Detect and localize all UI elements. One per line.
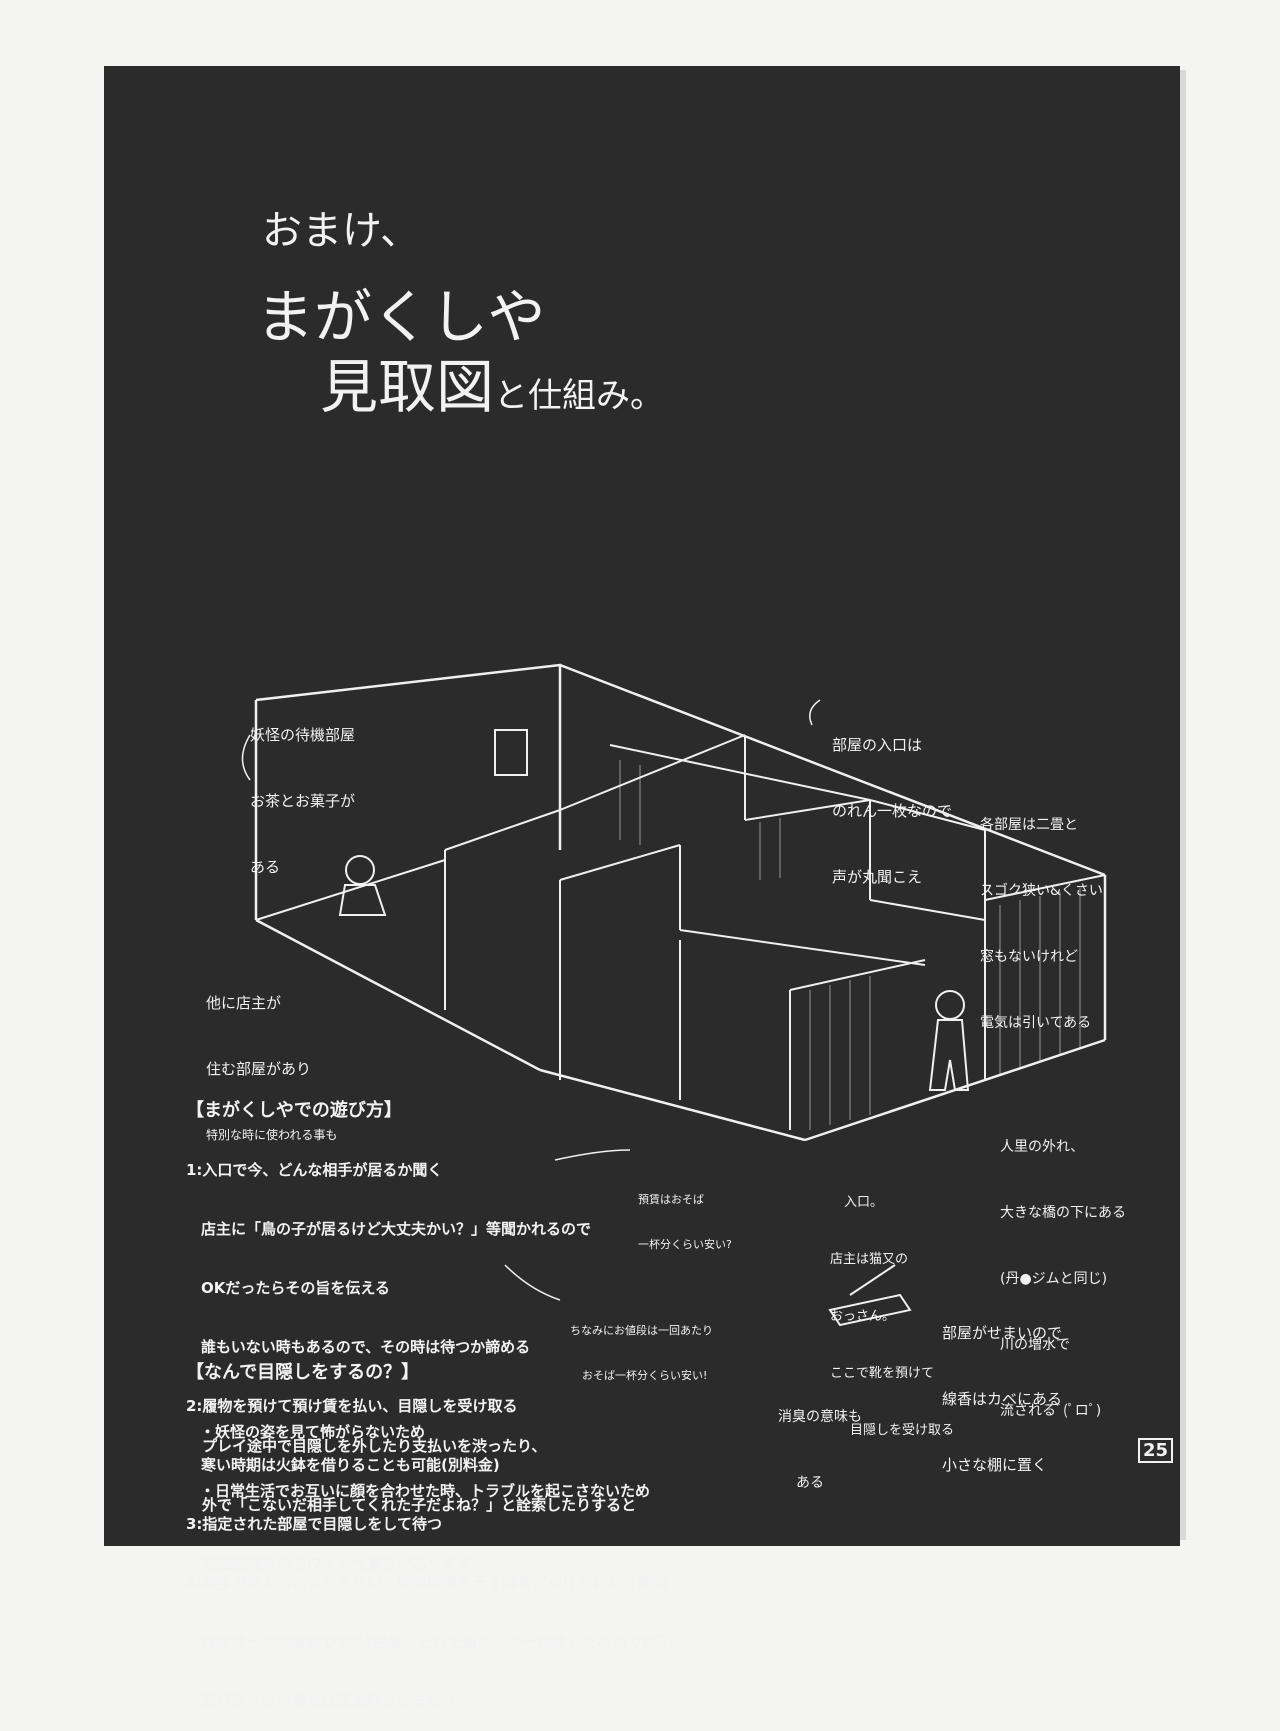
howto-line: 3:指定された部屋で目隠しをして待つ (186, 1515, 442, 1533)
incense-shelf (828, 1264, 912, 1327)
note-line: 入口。 (844, 1195, 884, 1210)
note-line: 消臭の意味も (778, 1409, 862, 1425)
note-line: 部屋の入口は (832, 736, 923, 754)
howto-line: 寒い時期は火鉢を借りることも可能(別料金) (186, 1456, 500, 1474)
note-deposit: 預賃はおそば 一杯分くらい安い? (638, 1162, 732, 1267)
chalkboard-page (104, 66, 1180, 1546)
note-waiting-room: 妖怪の待機部屋 お茶とお菓子が ある (250, 680, 355, 900)
note-entrance: 入口。 店主は猫又の おっさん。 ここで靴を預けて 目隠しを受け取る (830, 1155, 954, 1459)
note-line: ある (796, 1475, 824, 1491)
note-line: 小さな棚に置く (942, 1456, 1048, 1474)
note-line: 一杯分くらい安い? (638, 1238, 732, 1251)
note-line: 預賃はおそば (638, 1193, 704, 1206)
curtain-hatching (619, 760, 1081, 1130)
note-line: ちなみにお値段は一回あたり (570, 1324, 713, 1337)
note-room-size: 各部屋は二畳と スゴク狭い&くさい 窓もないけれど 電気は引いてある (980, 770, 1103, 1056)
howto-line: 2:履物を預けて預け賃を払い、目隠しを受け取る (186, 1397, 518, 1415)
why-line: ・妖怪の姿を見て怖がらないため (200, 1423, 426, 1441)
annotation-arrows (241, 699, 821, 1301)
warning-line: プレイ途中で目隠しを外したり支払いを渋ったり、 (202, 1437, 547, 1455)
howto-section: 【まがくしやでの遊び方】 1:入口で今、どんな相手が居るか聞く 店主に「鳥の子が… (186, 1058, 672, 1731)
page-number: 25 (1138, 1438, 1174, 1463)
note-line: おそば一杯分くらい安い! (582, 1369, 708, 1382)
howto-line: 4:相手が来たらお金を支払い、制限時間を示す線香が点けられたら開始 (186, 1574, 668, 1592)
note-line: 声が丸聞こえ (832, 868, 923, 886)
note-incense: 部屋がせまいので 線香はカベにある 小さな棚に置く (942, 1278, 1062, 1498)
why-line: ・日常生活でお互いに顔を合わせた時、トラブルを起こさないため (200, 1482, 651, 1500)
note-line: 特別な時に使われる事も (206, 1128, 338, 1142)
howto-line: 店主に「鳥の子が居るけど大丈夫かい？」等聞かれるので (186, 1220, 592, 1238)
title-floorplan: 見取図と仕組み。 (320, 340, 664, 424)
howto-line: 時間は一本の線香で30分程度、それを過ぎるか一回達した時点で終了 (186, 1633, 672, 1651)
note-line: スゴク狭い&くさい (980, 883, 1103, 899)
note-line: 大きな橋の下にある (1000, 1205, 1126, 1221)
room-partitions (255, 729, 1106, 1130)
note-line: ここで靴を預けて (830, 1366, 935, 1381)
title-magakushiya: まがくしや (256, 283, 546, 351)
note-line: おっさん。 (830, 1309, 896, 1324)
note-location: 人里の外れ、 大きな橋の下にある (丹●ジムと同じ) 川の増水で 流されるﾞ(ﾟ… (1000, 1092, 1126, 1444)
note-line: 人里の外れ、 (1000, 1139, 1085, 1155)
why-heading: 【なんで目隠しをするの？】 (186, 1362, 420, 1383)
why-section: 【なんで目隠しをするの？】 ・妖怪の姿を見て怖がらないため ・日常生活でお互いに… (186, 1320, 650, 1521)
note-line: 電気は引いてある (980, 1015, 1092, 1031)
note-line: 各部屋は二畳と (980, 817, 1078, 833)
note-line: 窓もないけれど (980, 949, 1078, 965)
howto-line: OKだったらその旨を伝える (186, 1279, 390, 1297)
note-line: のれん一枚なので (832, 802, 953, 820)
note-line: お茶とお菓子が (250, 792, 356, 810)
note-line: ある (250, 858, 281, 876)
warning-section: プレイ途中で目隠しを外したり支払いを渋ったり、 外で「こないだ相手してくれた子だ… (202, 1398, 636, 1594)
warning-line: 記憶処理等のコワイお仕置きがあります (202, 1555, 473, 1573)
note-entrance-curtain: 部屋の入口は のれん一枚なので 声が丸聞こえ (832, 690, 952, 910)
note-line: 他に店主が (206, 994, 282, 1012)
note-owner-room: 他に店主が 住む部屋があり 特別な時に使われる事も (206, 948, 337, 1168)
note-line: 線香はカベにある (942, 1390, 1063, 1408)
page-edge (1180, 70, 1186, 1540)
note-line: 流されるﾞ(ﾟロﾟ) (1000, 1403, 1102, 1419)
howto-line: 遊び足りない場合は延長料金を支払う (186, 1692, 457, 1710)
title-omake: おまけ、 (262, 208, 420, 254)
note-line: 部屋がせまいので (942, 1324, 1063, 1342)
title-floorplan-rest: と仕組み。 (494, 376, 665, 416)
note-line: 川の増水で (1000, 1337, 1070, 1353)
figure-waiting-girl (338, 855, 387, 916)
note-price: ちなみにお値段は一回あたり おそば一杯分くらい安い! (570, 1293, 713, 1398)
note-line: 店主は猫又の (830, 1252, 909, 1267)
howto-heading: 【まがくしやでの遊び方】 (186, 1100, 402, 1121)
floor-plan-drawing (241, 663, 1107, 1327)
howto-line: 1:入口で今、どんな相手が居るか聞く (186, 1161, 443, 1179)
figure-shopkeeper (928, 990, 970, 1091)
howto-line: 誰もいない時もあるので、その時は待つか諦める (186, 1338, 531, 1356)
note-deodor: 消臭の意味も ある (778, 1362, 862, 1516)
note-line: 妖怪の待機部屋 (250, 726, 356, 744)
title-floorplan-main: 見取図 (320, 353, 495, 421)
note-line: (丹●ジムと同じ) (1000, 1271, 1108, 1287)
warning-line: 外で「こないだ相手してくれた子だよね？」と詮索したりすると (202, 1496, 637, 1514)
note-line: 目隠しを受け取る (850, 1423, 955, 1438)
note-line: 住む部屋があり (206, 1060, 312, 1078)
